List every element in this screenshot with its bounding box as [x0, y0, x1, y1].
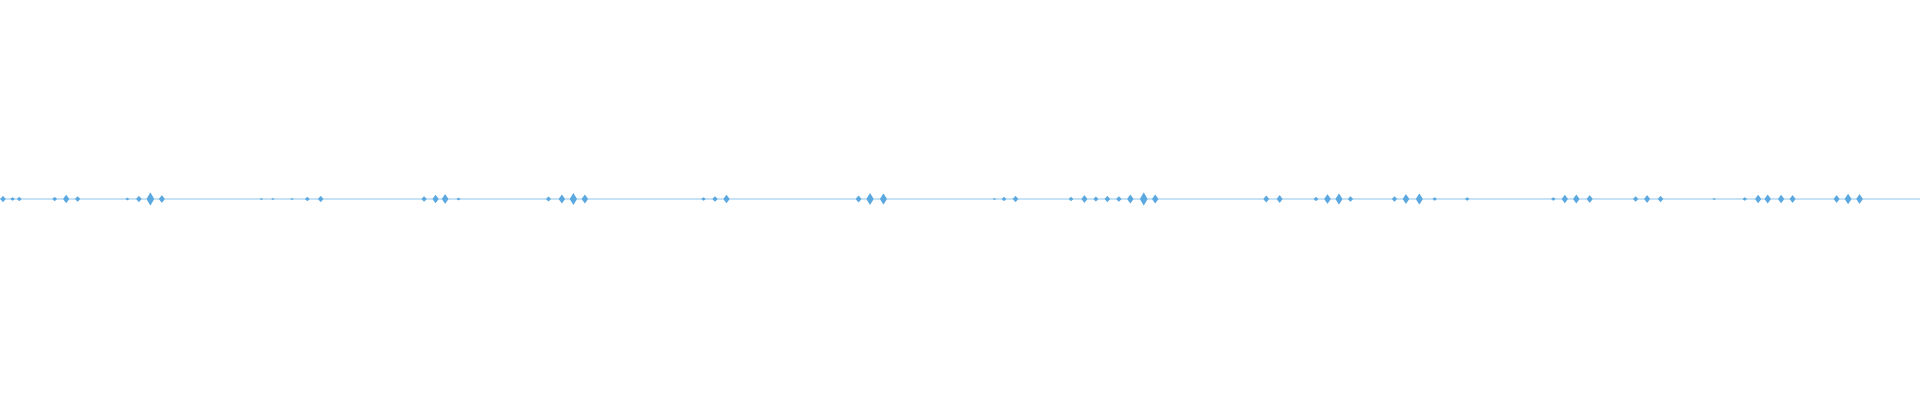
- waveform-burst: [855, 195, 862, 203]
- waveform-burst: [1777, 194, 1785, 204]
- waveform-burst: [1276, 195, 1283, 203]
- waveform-burst: [1001, 196, 1007, 202]
- waveform-burst: [545, 196, 552, 202]
- waveform-bursts: [0, 192, 1863, 206]
- waveform-burst: [701, 197, 707, 201]
- waveform-burst: [259, 198, 264, 200]
- waveform-burst: [992, 198, 997, 200]
- waveform-burst: [146, 192, 155, 206]
- waveform-burst: [1712, 198, 1717, 200]
- waveform-burst: [1415, 193, 1423, 205]
- waveform-burst: [158, 195, 165, 203]
- waveform-burst: [866, 193, 874, 205]
- waveform-burst: [1093, 196, 1099, 202]
- waveform-burst: [135, 195, 142, 203]
- waveform-burst: [0, 195, 6, 203]
- waveform-burst: [879, 193, 888, 205]
- waveform-burst: [456, 197, 461, 201]
- waveform-burst: [1789, 195, 1796, 203]
- waveform-burst: [270, 198, 275, 200]
- waveform-burst: [1151, 194, 1159, 204]
- waveform-burst: [304, 196, 310, 202]
- waveform-burst: [62, 194, 70, 204]
- waveform-burst: [1324, 194, 1331, 204]
- waveform-burst: [1068, 196, 1074, 202]
- waveform-burst: [441, 194, 449, 204]
- waveform-burst: [1432, 197, 1438, 201]
- waveform-burst: [1657, 195, 1664, 203]
- waveform-burst: [1764, 194, 1772, 204]
- waveform-burst: [712, 196, 718, 202]
- waveform-burst: [1104, 195, 1111, 203]
- waveform-burst: [52, 196, 58, 202]
- waveform-burst: [1464, 197, 1470, 201]
- waveform-burst: [1833, 195, 1840, 203]
- waveform-burst: [125, 197, 130, 201]
- waveform-burst: [1754, 194, 1762, 204]
- waveform-burst: [1586, 195, 1593, 203]
- waveform-burst: [1263, 195, 1270, 203]
- waveform-burst: [1347, 196, 1354, 202]
- waveform-burst: [1402, 194, 1410, 204]
- waveform-burst: [569, 193, 578, 205]
- waveform-burst: [317, 195, 324, 203]
- waveform-burst: [1632, 196, 1639, 202]
- waveform-burst: [289, 198, 295, 200]
- waveform-burst: [16, 196, 22, 202]
- waveform-burst: [1127, 194, 1134, 204]
- waveform-burst: [581, 194, 589, 204]
- waveform-burst: [10, 197, 16, 201]
- waveform-burst: [421, 196, 427, 202]
- waveform-burst: [1573, 194, 1580, 204]
- waveform-burst: [1139, 192, 1148, 206]
- waveform-burst: [1856, 194, 1863, 204]
- waveform-burst: [1742, 197, 1748, 201]
- waveform-burst: [1335, 193, 1343, 205]
- waveform-burst: [1012, 195, 1019, 203]
- waveform-burst: [1313, 196, 1319, 202]
- waveform-burst: [558, 194, 566, 204]
- waveform-burst: [1561, 194, 1569, 204]
- waveform-burst: [1644, 195, 1651, 203]
- waveform-burst: [432, 194, 439, 204]
- waveform-burst: [723, 194, 730, 204]
- waveform-burst: [1844, 193, 1852, 205]
- waveform-burst: [74, 196, 81, 202]
- waveform-burst: [1550, 197, 1556, 201]
- waveform-burst: [1391, 196, 1398, 202]
- waveform-burst: [1081, 195, 1088, 203]
- waveform-burst: [1116, 196, 1122, 202]
